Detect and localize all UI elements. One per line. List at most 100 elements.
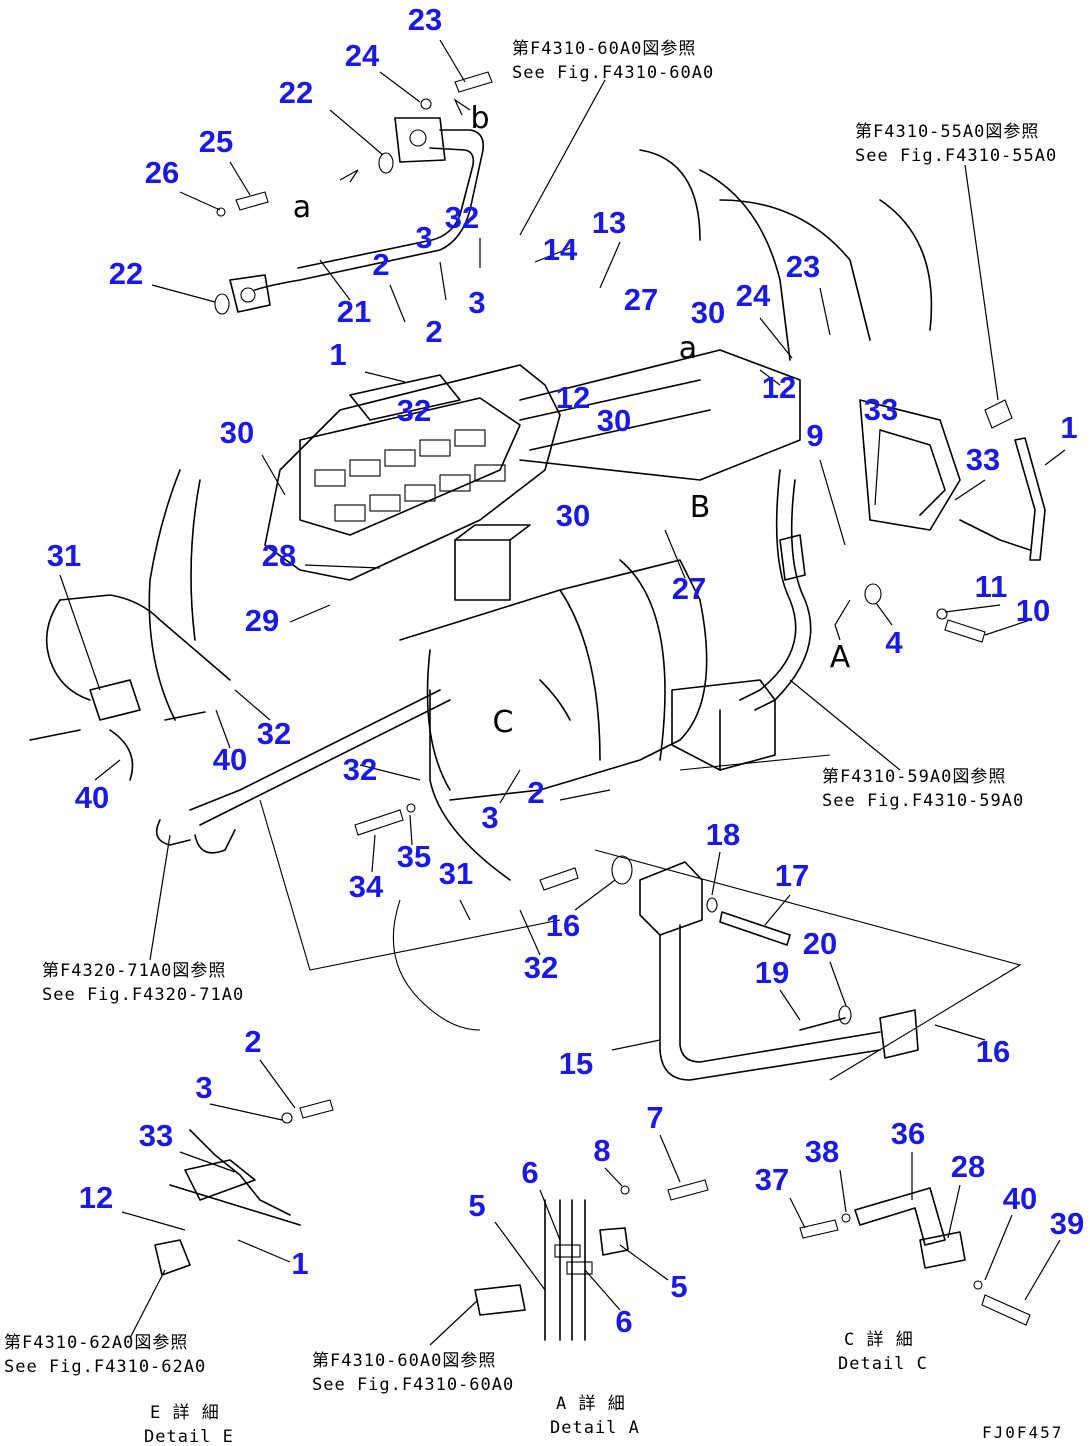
part-callout-15: 15 (559, 1046, 593, 1081)
reference-note-jp-0: 第F4310-60A0図参照 (512, 39, 696, 59)
part-callout-10: 10 (1016, 593, 1050, 628)
view-letter-4: C (493, 705, 514, 740)
part-callout-21: 21 (337, 294, 371, 329)
part-callout-26: 26 (145, 155, 179, 190)
part-callout-33: 33 (864, 392, 898, 427)
part-callout-3: 3 (468, 285, 485, 320)
reference-note-en-3: See Fig.F4320-71A0 (42, 985, 244, 1005)
part-callout-22: 22 (279, 75, 313, 110)
reference-note-jp-4: 第F4310-62A0図参照 (4, 1333, 188, 1353)
view-letter-0: a (293, 190, 311, 225)
reference-note-en-4: See Fig.F4310-62A0 (4, 1357, 206, 1377)
part-callout-3: 3 (415, 220, 432, 255)
drawing-code: FJ0F457 (982, 1423, 1063, 1442)
part-callout-33: 33 (139, 1118, 173, 1153)
part-callout-6: 6 (615, 1304, 632, 1339)
part-callout-8: 8 (593, 1133, 610, 1168)
part-callout-19: 19 (755, 955, 789, 990)
part-callout-2: 2 (425, 314, 442, 349)
part-callout-40: 40 (75, 780, 109, 815)
part-callout-24: 24 (736, 278, 771, 313)
part-callout-32: 32 (257, 716, 291, 751)
part-callout-31: 31 (47, 538, 81, 573)
part-callout-38: 38 (805, 1134, 839, 1169)
line-art (29, 71, 1046, 1341)
part-callout-16: 16 (976, 1034, 1010, 1069)
detail-caption-en-1: Detail A (550, 1418, 640, 1438)
part-callout-31: 31 (439, 856, 473, 891)
part-callout-27: 27 (672, 571, 706, 606)
part-callout-5: 5 (468, 1188, 485, 1223)
part-callout-40: 40 (213, 742, 247, 777)
part-callout-5: 5 (670, 1269, 687, 1304)
view-letters: a b aB C A (293, 101, 851, 740)
part-callout-27: 27 (624, 282, 658, 317)
part-callout-30: 30 (220, 415, 254, 450)
part-callout-34: 34 (349, 869, 384, 904)
reference-note-en-2: See Fig.F4310-59A0 (822, 791, 1024, 811)
view-letter-3: B (690, 490, 711, 525)
part-callout-4: 4 (885, 625, 903, 660)
leader-lines (59, 39, 1066, 1346)
part-callout-32: 32 (445, 200, 479, 235)
reference-note-jp-5: 第F4310-60A0図参照 (312, 1351, 496, 1371)
part-callout-36: 36 (891, 1116, 925, 1151)
part-callout-18: 18 (706, 817, 740, 852)
part-callout-12: 12 (762, 370, 796, 405)
part-callout-29: 29 (245, 603, 279, 638)
detail-caption-jp-0: E 詳 細 (150, 1403, 220, 1423)
part-callout-33: 33 (966, 442, 1000, 477)
part-callout-1: 1 (329, 337, 346, 372)
view-letter-2: a (679, 331, 697, 366)
part-callout-22: 22 (109, 256, 143, 291)
part-callout-9: 9 (806, 418, 823, 453)
part-callout-2: 2 (372, 247, 389, 282)
part-callout-25: 25 (199, 124, 233, 159)
reference-note-en-5: See Fig.F4310-60A0 (312, 1375, 514, 1395)
part-callout-30: 30 (556, 498, 590, 533)
part-callout-2: 2 (527, 775, 544, 810)
part-callout-32: 32 (397, 393, 431, 428)
part-callout-23: 23 (408, 2, 442, 37)
part-callout-2: 2 (244, 1024, 261, 1059)
part-callout-16: 16 (546, 908, 580, 943)
detail-captions: E 詳 細 Detail E A 詳 細 Detail A C 詳 細 Detail C (144, 1330, 928, 1446)
reference-note-en-0: See Fig.F4310-60A0 (512, 63, 714, 83)
part-callout-37: 37 (755, 1162, 789, 1197)
part-callout-24: 24 (345, 38, 380, 73)
part-callout-1: 1 (1060, 410, 1077, 445)
part-callout-32: 32 (524, 950, 558, 985)
part-callout-3: 3 (481, 800, 498, 835)
view-letter-1: b (470, 101, 489, 136)
reference-note-jp-2: 第F4310-59A0図参照 (822, 767, 1006, 787)
view-letter-5: A (830, 640, 851, 675)
part-callout-1: 1 (291, 1246, 308, 1281)
part-callout-3: 3 (195, 1070, 212, 1105)
reference-note-en-1: See Fig.F4310-55A0 (855, 146, 1057, 166)
part-callout-6: 6 (521, 1155, 538, 1190)
part-callout-17: 17 (775, 858, 809, 893)
reference-note-jp-1: 第F4310-55A0図参照 (855, 122, 1039, 142)
part-callout-23: 23 (786, 249, 820, 284)
part-callout-32: 32 (343, 752, 377, 787)
detail-caption-jp-1: A 詳 細 (556, 1394, 626, 1414)
part-callout-12: 12 (79, 1180, 113, 1215)
part-callout-30: 30 (597, 403, 631, 438)
part-callout-28: 28 (951, 1149, 985, 1184)
part-callout-28: 28 (262, 538, 296, 573)
part-callout-14: 14 (543, 232, 578, 267)
part-callout-11: 11 (975, 569, 1008, 604)
part-callout-13: 13 (592, 205, 626, 240)
reference-notes: 第F4310-60A0図参照 See Fig.F4310-60A0 第F4310-5… (4, 39, 1057, 1395)
detail-caption-en-0: Detail E (144, 1427, 234, 1446)
part-callout-40: 40 (1003, 1181, 1037, 1216)
detail-caption-jp-2: C 詳 細 (844, 1330, 914, 1350)
detail-caption-en-2: Detail C (838, 1354, 928, 1374)
part-callout-12: 12 (556, 380, 590, 415)
part-callout-35: 35 (397, 839, 431, 874)
part-callout-20: 20 (803, 926, 837, 961)
reference-note-jp-3: 第F4320-71A0図参照 (42, 961, 226, 981)
part-callout-7: 7 (646, 1100, 663, 1135)
